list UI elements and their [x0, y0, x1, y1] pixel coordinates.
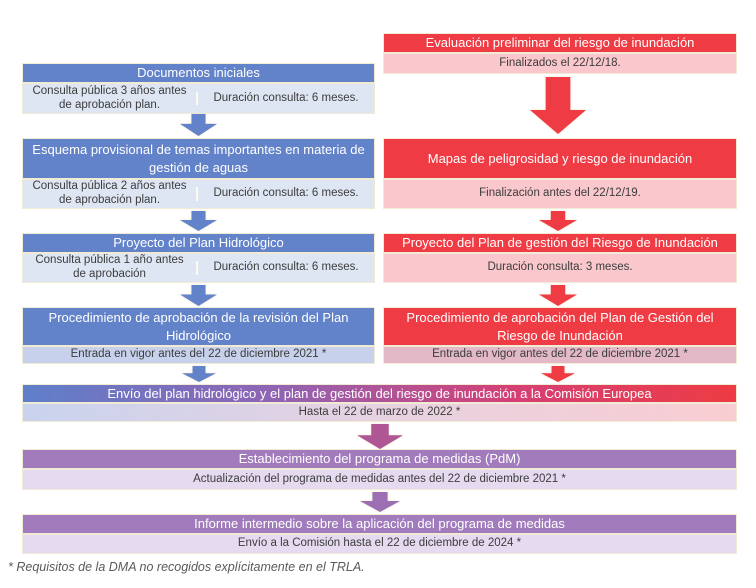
merged-step-title: Envío del plan hidrológico y el plan de …: [22, 384, 737, 403]
left-step-2-details: Consulta pública 2 años antes de aprobac…: [22, 179, 375, 209]
down-arrow-icon: [539, 285, 577, 306]
program-step-2-title: Informe intermedio sobre la aplicación d…: [22, 514, 737, 534]
left-step-3-title: Proyecto del Plan Hidrológico: [22, 233, 375, 253]
merged-step-note: Hasta el 22 de marzo de 2022 *: [22, 403, 737, 422]
program-step-2-note: Envío a la Comisión hasta el 22 de dicie…: [22, 534, 737, 554]
down-arrow-icon: [180, 211, 217, 231]
left-step-3-duration: Duración consulta: 6 meses.: [196, 261, 374, 275]
right-step-3-note: Duración consulta: 3 meses.: [383, 253, 737, 283]
down-arrow-icon: [182, 366, 216, 382]
right-step-4-note: Entrada en vigor antes del 22 de diciemb…: [383, 346, 737, 364]
left-step-1-consultation: Consulta pública 3 años antes de aprobac…: [32, 84, 187, 111]
left-step-2-duration: Duración consulta: 6 meses.: [196, 187, 374, 201]
down-arrow-icon: [530, 77, 586, 134]
down-arrow-icon: [539, 211, 577, 231]
left-step-4-note: Entrada en vigor antes del 22 de diciemb…: [22, 346, 375, 364]
footnote: * Requisitos de la DMA no recogidos expl…: [8, 560, 365, 574]
right-step-3-title: Proyecto del Plan de gestión del Riesgo …: [383, 233, 737, 253]
left-step-1-details: Consulta pública 3 años antes de aprobac…: [22, 83, 375, 114]
left-step-2-consultation: Consulta pública 2 años antes de aprobac…: [32, 180, 187, 206]
right-step-1-note: Finalizados el 22/12/18.: [383, 53, 737, 74]
right-step-4-title: Procedimiento de aprobación del Plan de …: [383, 307, 737, 346]
right-step-2-title: Mapas de peligrosidad y riesgo de inunda…: [383, 138, 737, 179]
down-arrow-icon: [180, 285, 217, 306]
down-arrow-icon: [541, 366, 575, 382]
left-step-2-title: Esquema provisional de temas importantes…: [22, 138, 375, 179]
left-step-1-duration: Duración consulta: 6 meses.: [196, 91, 374, 106]
right-step-2-note: Finalización antes del 22/12/19.: [383, 179, 737, 209]
program-step-1-title: Establecimiento del programa de medidas …: [22, 449, 737, 469]
left-step-4-title: Procedimiento de aprobación de la revisi…: [22, 307, 375, 346]
right-step-1-title: Evaluación preliminar del riesgo de inun…: [383, 33, 737, 53]
left-step-3-details: Consulta pública 1 año antes de aprobaci…: [22, 253, 375, 283]
left-step-3-consultation: Consulta pública 1 año antes de aprobaci…: [35, 254, 184, 280]
left-step-1-title: Documentos iniciales: [22, 63, 375, 83]
program-step-1-note: Actualización del programa de medidas an…: [22, 469, 737, 490]
down-arrow-icon: [360, 492, 400, 512]
down-arrow-icon: [357, 424, 403, 449]
down-arrow-icon: [180, 114, 217, 136]
